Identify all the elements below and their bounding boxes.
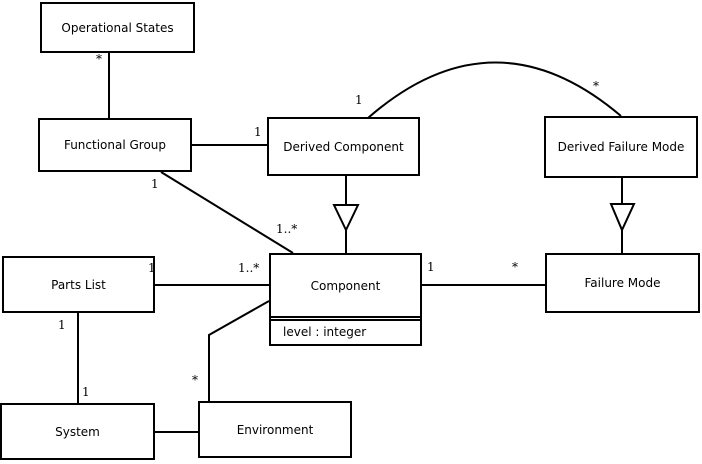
assoc-functional-group-component — [160, 171, 294, 254]
multiplicity-component-one: 1 — [427, 260, 435, 274]
class-attribute-level: level : integer — [271, 316, 420, 343]
class-name-failure-mode: Failure Mode — [584, 276, 661, 290]
class-component: Component level : integer — [269, 253, 422, 346]
class-operational-states: Operational States — [40, 2, 195, 53]
class-system: System — [0, 403, 155, 460]
generalization-triangle-component-icon — [332, 204, 360, 233]
multiplicity-parts-list-component-one-to-many: 1..* — [238, 261, 260, 275]
class-name-operational-states: Operational States — [61, 20, 174, 35]
multiplicity-parts-list-system-upper-one: 1 — [58, 318, 66, 332]
class-name-system: System — [55, 424, 100, 439]
class-functional-group: Functional Group — [38, 118, 192, 172]
multiplicity-failure-mode-star: * — [512, 260, 518, 274]
multiplicity-environment-star: * — [192, 373, 198, 387]
class-failure-mode: Failure Mode — [545, 253, 700, 313]
class-name-derived-component: Derived Component — [283, 139, 404, 154]
class-parts-list: Parts List — [2, 256, 155, 313]
multiplicity-parts-list-system-lower-one: 1 — [82, 385, 90, 399]
multiplicity-arc-derived-component-one: 1 — [355, 93, 363, 107]
generalization-triangle-failure-mode-icon — [609, 203, 636, 233]
multiplicity-component-one-to-many: 1..* — [276, 222, 298, 236]
class-environment: Environment — [198, 401, 352, 458]
multiplicity-arc-derived-failure-mode-star: * — [593, 79, 599, 93]
class-derived-failure-mode: Derived Failure Mode — [544, 116, 698, 178]
multiplicity-derived-component-one: 1 — [254, 125, 262, 139]
class-name-component: Component — [310, 278, 381, 293]
class-derived-component: Derived Component — [267, 117, 420, 176]
assoc-arc-derived-component-derived-failure-mode — [367, 61, 622, 119]
multiplicity-parts-list-one: 1 — [148, 261, 156, 275]
class-name-functional-group: Functional Group — [63, 138, 167, 152]
class-name-parts-list: Parts List — [51, 277, 106, 292]
multiplicity-functional-group-one: 1 — [151, 177, 159, 191]
multiplicity-operational-states-star: * — [96, 52, 102, 66]
class-name-environment: Environment — [236, 422, 314, 437]
assoc-component-environment — [208, 300, 270, 401]
class-name-derived-failure-mode: Derived Failure Mode — [557, 140, 685, 154]
